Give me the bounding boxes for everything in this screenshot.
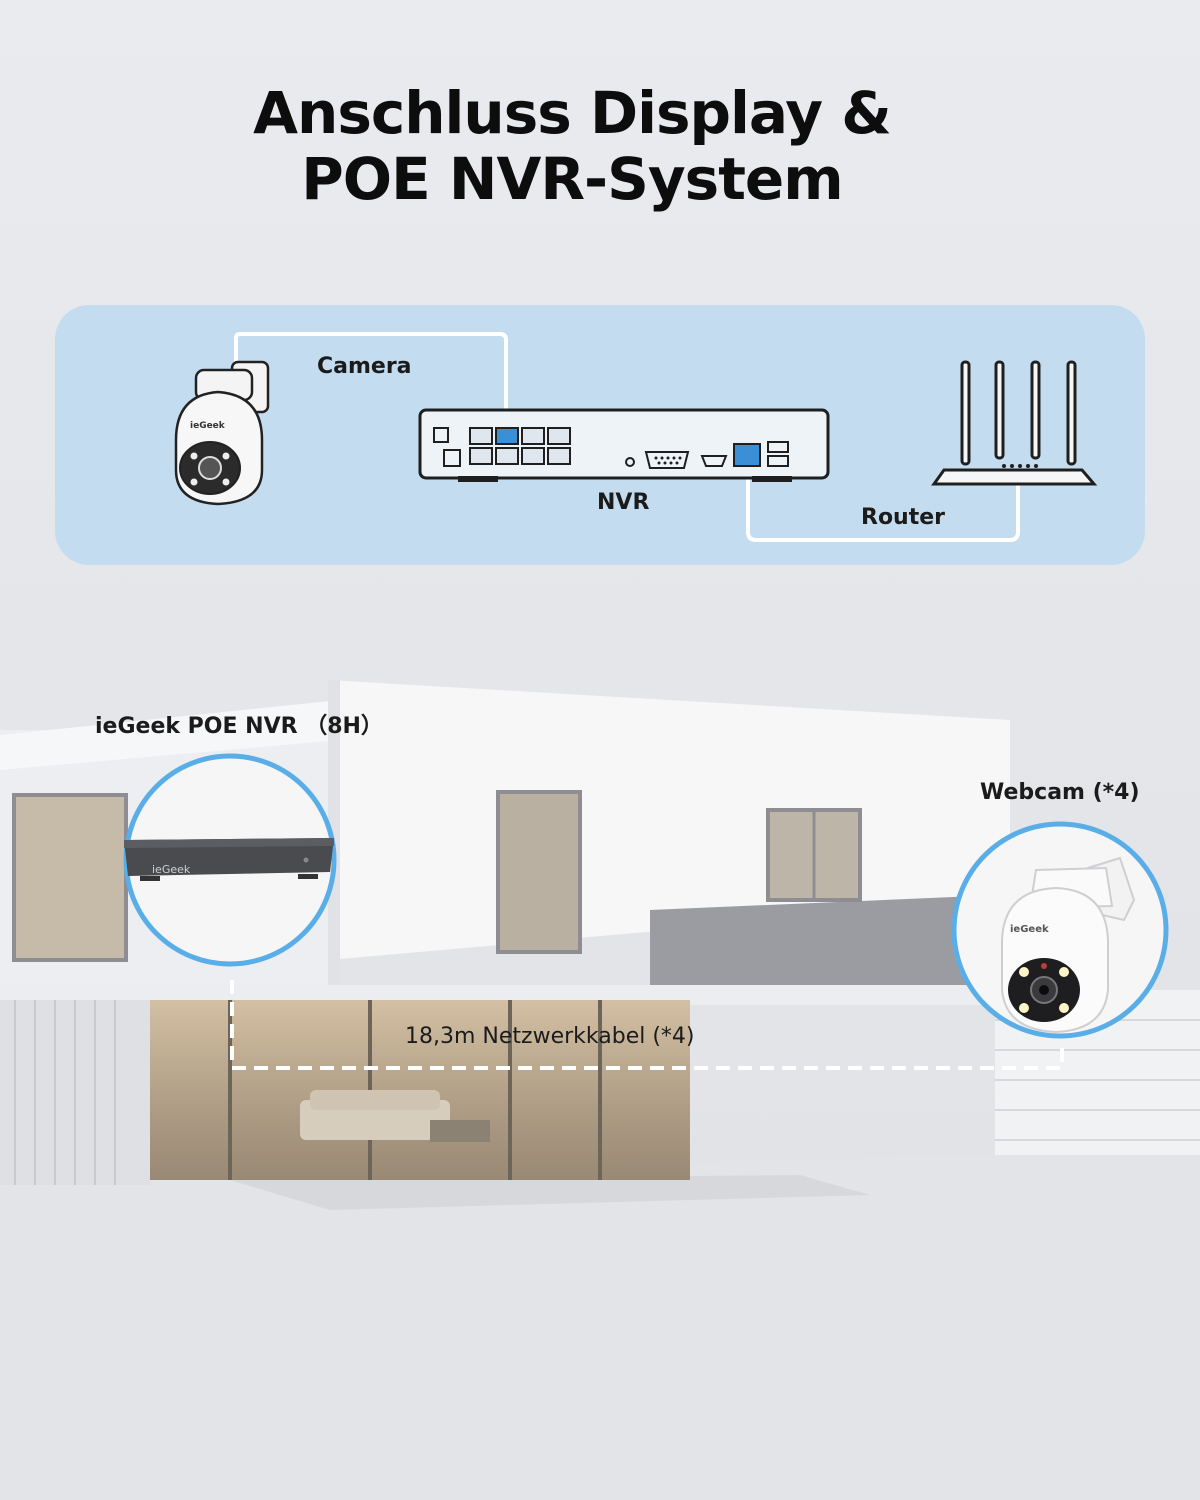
diagram-camera-icon: ieGeek — [174, 360, 270, 506]
nvr-callout-label: ieGeek POE NVR （8H） — [95, 714, 383, 739]
router-cable — [746, 458, 1020, 542]
diagram-nvr-icon — [418, 408, 830, 482]
router-label: Router — [861, 505, 946, 530]
page-title: Anschluss Display & POE NVR-System — [0, 80, 1144, 212]
webcam-brand-text: ieGeek — [1010, 924, 1049, 935]
diagram-router-icon — [931, 360, 1098, 486]
camera-cable — [234, 332, 508, 432]
camera-label: Camera — [317, 354, 412, 379]
diagram-cables — [234, 332, 1020, 542]
nvr-label: NVR — [597, 490, 650, 515]
webcam-callout-label: Webcam (*4) — [980, 780, 1140, 805]
nvr-callout: ieGeek — [123, 753, 337, 967]
cable-label: 18,3m Netzwerkkabel (*4) — [405, 1024, 695, 1049]
title-line-1: Anschluss Display & — [253, 79, 892, 147]
nvr-brand-text: ieGeek — [152, 863, 191, 876]
webcam-callout: ieGeek — [951, 821, 1169, 1039]
title-line-2: POE NVR-System — [301, 145, 843, 213]
house-illustration — [0, 680, 1200, 1500]
network-cable-dashed — [230, 980, 1064, 1070]
diagram-camera-brand: ieGeek — [190, 421, 226, 431]
